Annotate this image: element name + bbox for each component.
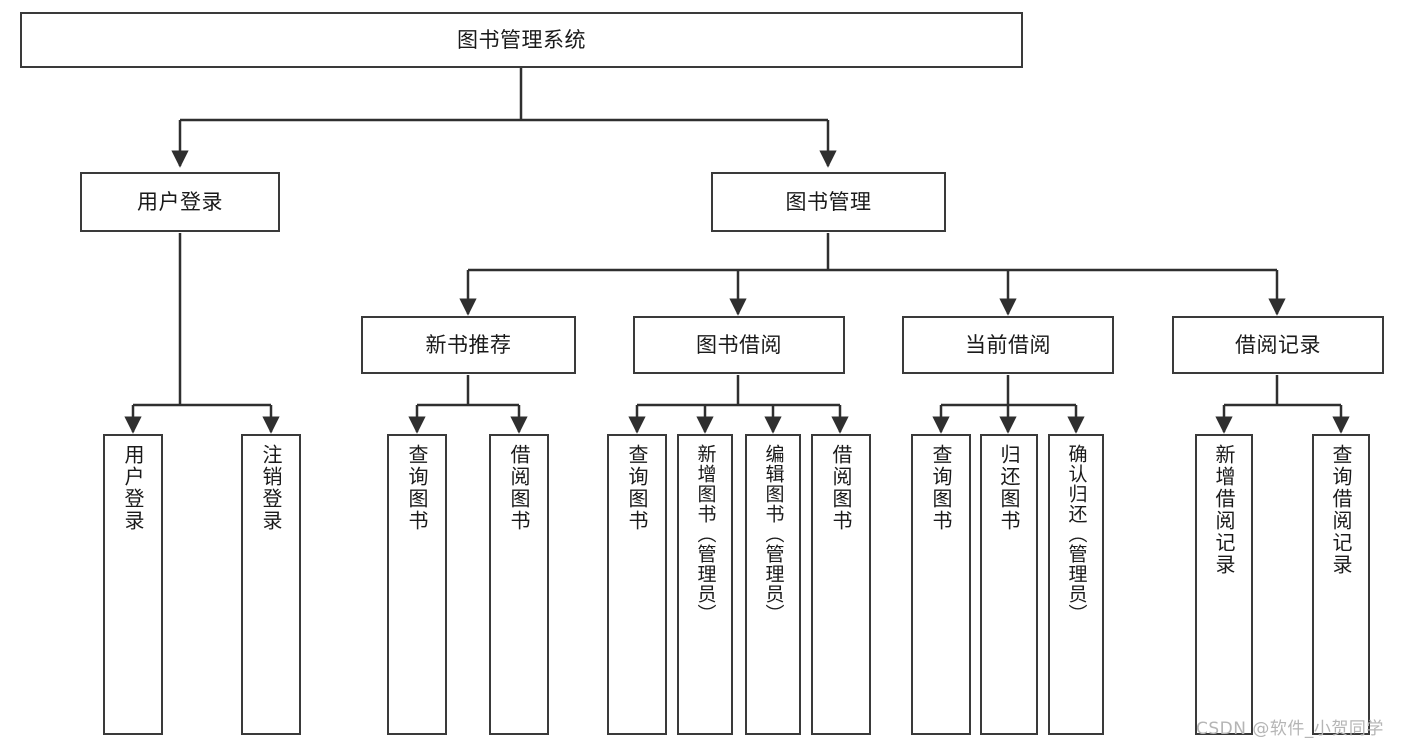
node-current-borrow-label: 当前借阅 [965, 332, 1051, 357]
leaf-user-login-signout[interactable]: 注销登录 [241, 434, 301, 735]
leaf-current-borrow-confirm-label: 确认归还（管理员） [1065, 444, 1088, 624]
node-root[interactable]: 图书管理系统 [20, 12, 1023, 68]
node-book-borrow[interactable]: 图书借阅 [633, 316, 845, 374]
node-root-label: 图书管理系统 [457, 27, 586, 52]
node-book-management-label: 图书管理 [785, 189, 872, 214]
leaf-new-book-borrow[interactable]: 借阅图书 [489, 434, 549, 735]
leaf-book-borrow-edit[interactable]: 编辑图书（管理员） [745, 434, 801, 735]
leaf-book-borrow-borrow-label: 借阅图书 [829, 444, 853, 532]
leaf-borrow-record-query-label: 查询借阅记录 [1329, 444, 1353, 576]
node-user-login-label: 用户登录 [137, 189, 223, 214]
node-book-management[interactable]: 图书管理 [711, 172, 946, 232]
leaf-borrow-record-add[interactable]: 新增借阅记录 [1195, 434, 1253, 735]
leaf-current-borrow-confirm[interactable]: 确认归还（管理员） [1048, 434, 1104, 735]
node-borrow-record[interactable]: 借阅记录 [1172, 316, 1384, 374]
leaf-current-borrow-query[interactable]: 查询图书 [911, 434, 971, 735]
leaf-user-login-signout-label: 注销登录 [259, 444, 283, 532]
node-new-book-recommend-label: 新书推荐 [425, 332, 512, 357]
leaf-book-borrow-query-label: 查询图书 [625, 444, 649, 532]
leaf-user-login-signin[interactable]: 用户登录 [103, 434, 163, 735]
leaf-new-book-query[interactable]: 查询图书 [387, 434, 447, 735]
leaf-current-borrow-return-label: 归还图书 [997, 444, 1021, 532]
node-book-borrow-label: 图书借阅 [696, 332, 782, 357]
leaf-borrow-record-query[interactable]: 查询借阅记录 [1312, 434, 1370, 735]
leaf-current-borrow-query-label: 查询图书 [929, 444, 953, 532]
leaf-book-borrow-edit-label: 编辑图书（管理员） [762, 444, 785, 624]
leaf-book-borrow-add-label: 新增图书（管理员） [694, 444, 717, 624]
node-new-book-recommend[interactable]: 新书推荐 [361, 316, 576, 374]
csdn-watermark: CSDN @软件_小贺同学 [1196, 719, 1384, 739]
leaf-borrow-record-add-label: 新增借阅记录 [1212, 444, 1236, 576]
leaf-book-borrow-query[interactable]: 查询图书 [607, 434, 667, 735]
leaf-current-borrow-return[interactable]: 归还图书 [980, 434, 1038, 735]
leaf-user-login-signin-label: 用户登录 [121, 444, 145, 532]
leaf-new-book-query-label: 查询图书 [405, 444, 429, 532]
node-user-login[interactable]: 用户登录 [80, 172, 280, 232]
node-current-borrow[interactable]: 当前借阅 [902, 316, 1114, 374]
leaf-book-borrow-borrow[interactable]: 借阅图书 [811, 434, 871, 735]
node-borrow-record-label: 借阅记录 [1235, 332, 1321, 357]
leaf-new-book-borrow-label: 借阅图书 [507, 444, 531, 532]
leaf-book-borrow-add[interactable]: 新增图书（管理员） [677, 434, 733, 735]
